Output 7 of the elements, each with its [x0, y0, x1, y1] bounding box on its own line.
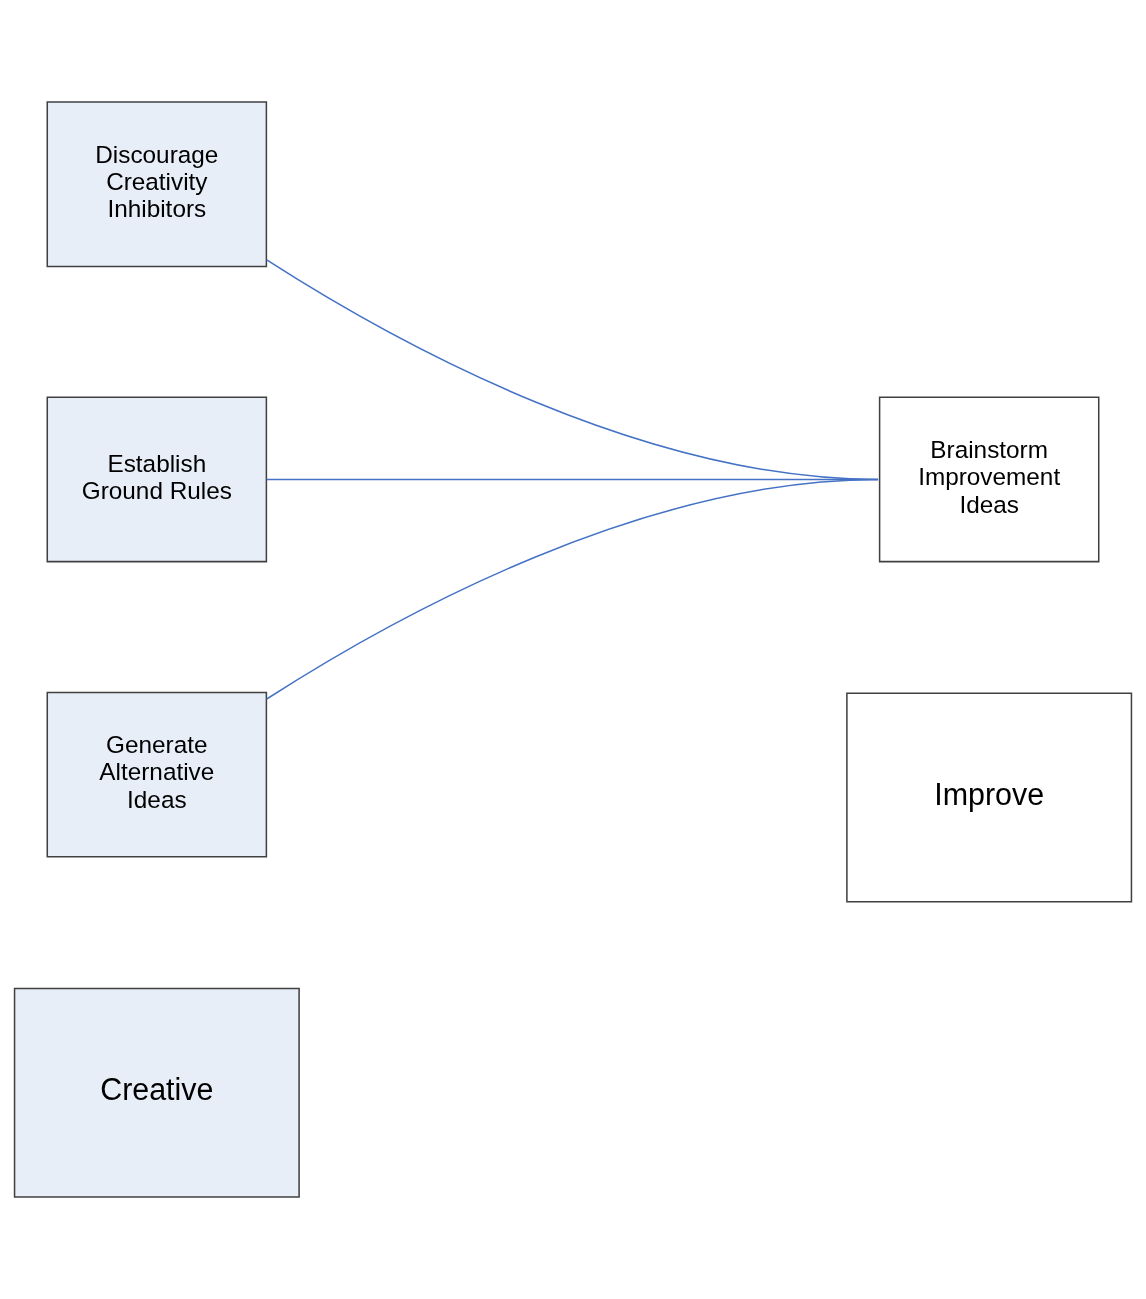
node-box: Establish Ground Rules: [46, 396, 268, 563]
node-box: Creative: [13, 987, 300, 1198]
node-box: Discourage Creativity Inhibitors: [46, 101, 268, 268]
node-box: Improve: [846, 692, 1133, 903]
node-box: Brainstorm Improvement Ideas: [878, 396, 1100, 563]
connector: [265, 478, 879, 700]
node-box: Generate Alternative Ideas: [46, 691, 268, 858]
